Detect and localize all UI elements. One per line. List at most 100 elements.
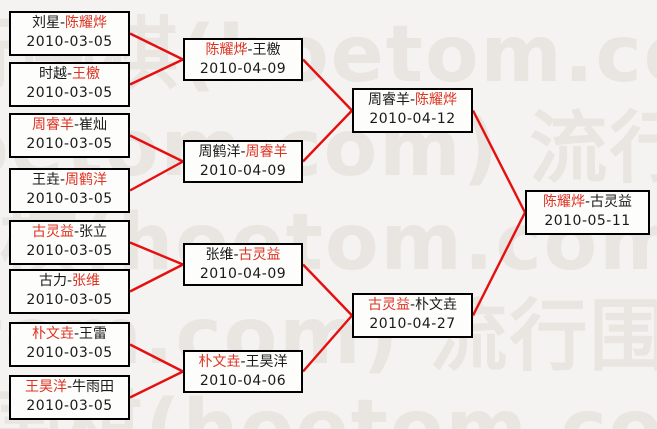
player-name: 朴文垚: [198, 354, 241, 370]
match-players: 陈耀烨-古灵益: [527, 193, 648, 212]
player-name: 牛雨田: [72, 379, 115, 395]
player-name: 朴文垚: [415, 297, 458, 313]
connector-line: [129, 58, 184, 86]
connector-line: [129, 263, 184, 293]
connector-line: [129, 32, 184, 61]
vs-dash: -: [233, 247, 239, 263]
player-name: 陈耀烨: [65, 15, 108, 31]
connector-line: [302, 314, 353, 373]
player-name: 周鹤洋: [65, 172, 108, 188]
player-name: 王垚: [31, 172, 60, 188]
player-name: 张维: [205, 247, 234, 263]
connector-line: [302, 263, 353, 317]
player-name: 时越: [38, 66, 67, 82]
player-name: 陈耀烨: [415, 92, 458, 108]
match-date: 2010-04-06: [199, 373, 287, 389]
player-name: 刘星: [31, 15, 60, 31]
match-players: 古灵益-张立: [11, 223, 128, 242]
match-players: 古力-张维: [11, 272, 128, 291]
connector-line: [129, 241, 184, 266]
match-date: 2010-04-09: [199, 266, 287, 282]
player-name: 朴文垚: [31, 326, 74, 342]
match-players: 周鹤洋-周睿羊: [185, 143, 301, 162]
vs-dash: -: [66, 379, 73, 395]
vs-dash: -: [73, 326, 80, 342]
vs-dash: -: [240, 354, 246, 370]
connector-line: [129, 134, 184, 163]
match-players: 张维-古灵益: [185, 246, 301, 265]
connector-line: [129, 370, 184, 399]
match-players: 朴文垚-王雷: [11, 325, 128, 344]
player-name: 周睿羊: [31, 117, 74, 133]
connector-line: [302, 109, 353, 163]
player-name: 陈耀烨: [205, 42, 248, 58]
match-date: 2010-03-05: [26, 292, 113, 308]
player-name: 王雷: [79, 326, 108, 342]
match-date: 2010-03-05: [26, 243, 113, 259]
match-date: 2010-03-05: [26, 345, 113, 361]
vs-dash: -: [73, 117, 80, 133]
player-name: 王檄: [72, 66, 101, 82]
player-name: 张立: [79, 224, 108, 240]
match-players: 周睿羊-崔灿: [11, 116, 128, 135]
match-date: 2010-03-05: [26, 398, 113, 414]
match-players: 陈耀烨-王檄: [185, 41, 301, 60]
match-players: 王垚-周鹤洋: [11, 171, 128, 190]
match-players: 朴文垚-王昊洋: [185, 353, 301, 372]
connector-line: [471, 211, 527, 317]
match-date: 2010-03-05: [26, 136, 113, 152]
vs-dash: -: [66, 66, 73, 82]
player-name: 王昊洋: [245, 354, 288, 370]
match-date: 2010-03-05: [26, 85, 113, 101]
vs-dash: -: [240, 144, 246, 160]
vs-dash: -: [247, 42, 253, 58]
match-players: 古灵益-朴文垚: [354, 296, 471, 315]
match-players: 王昊洋-牛雨田: [11, 378, 128, 397]
vs-dash: -: [409, 297, 416, 313]
vs-dash: -: [73, 224, 80, 240]
player-name: 古灵益: [367, 297, 410, 313]
player-name: 古灵益: [590, 194, 633, 210]
player-name: 古灵益: [31, 224, 74, 240]
player-name: 陈耀烨: [542, 194, 585, 210]
match-date: 2010-04-09: [199, 61, 287, 77]
player-name: 周鹤洋: [198, 144, 241, 160]
match-players: 周睿羊-陈耀烨: [354, 91, 471, 110]
player-name: 古力: [38, 273, 67, 289]
match-date: 2010-04-09: [199, 163, 287, 179]
match-date: 2010-04-27: [369, 316, 456, 332]
vs-dash: -: [59, 15, 66, 31]
connector-line: [129, 343, 184, 373]
vs-dash: -: [59, 172, 66, 188]
match-date: 2010-05-11: [544, 213, 631, 229]
player-name: 张维: [72, 273, 101, 289]
player-name: 古灵益: [238, 247, 281, 263]
match-players: 时越-王檄: [11, 65, 128, 84]
player-name: 王昊洋: [24, 379, 67, 395]
vs-dash: -: [584, 194, 591, 210]
connector-line: [302, 58, 353, 112]
connector-line: [129, 160, 184, 192]
match-players: 刘星-陈耀烨: [11, 14, 128, 33]
match-date: 2010-04-12: [369, 111, 456, 127]
player-name: 周睿羊: [367, 92, 410, 108]
player-name: 崔灿: [79, 117, 108, 133]
connector-line: [471, 109, 527, 214]
match-date: 2010-03-05: [26, 34, 113, 50]
